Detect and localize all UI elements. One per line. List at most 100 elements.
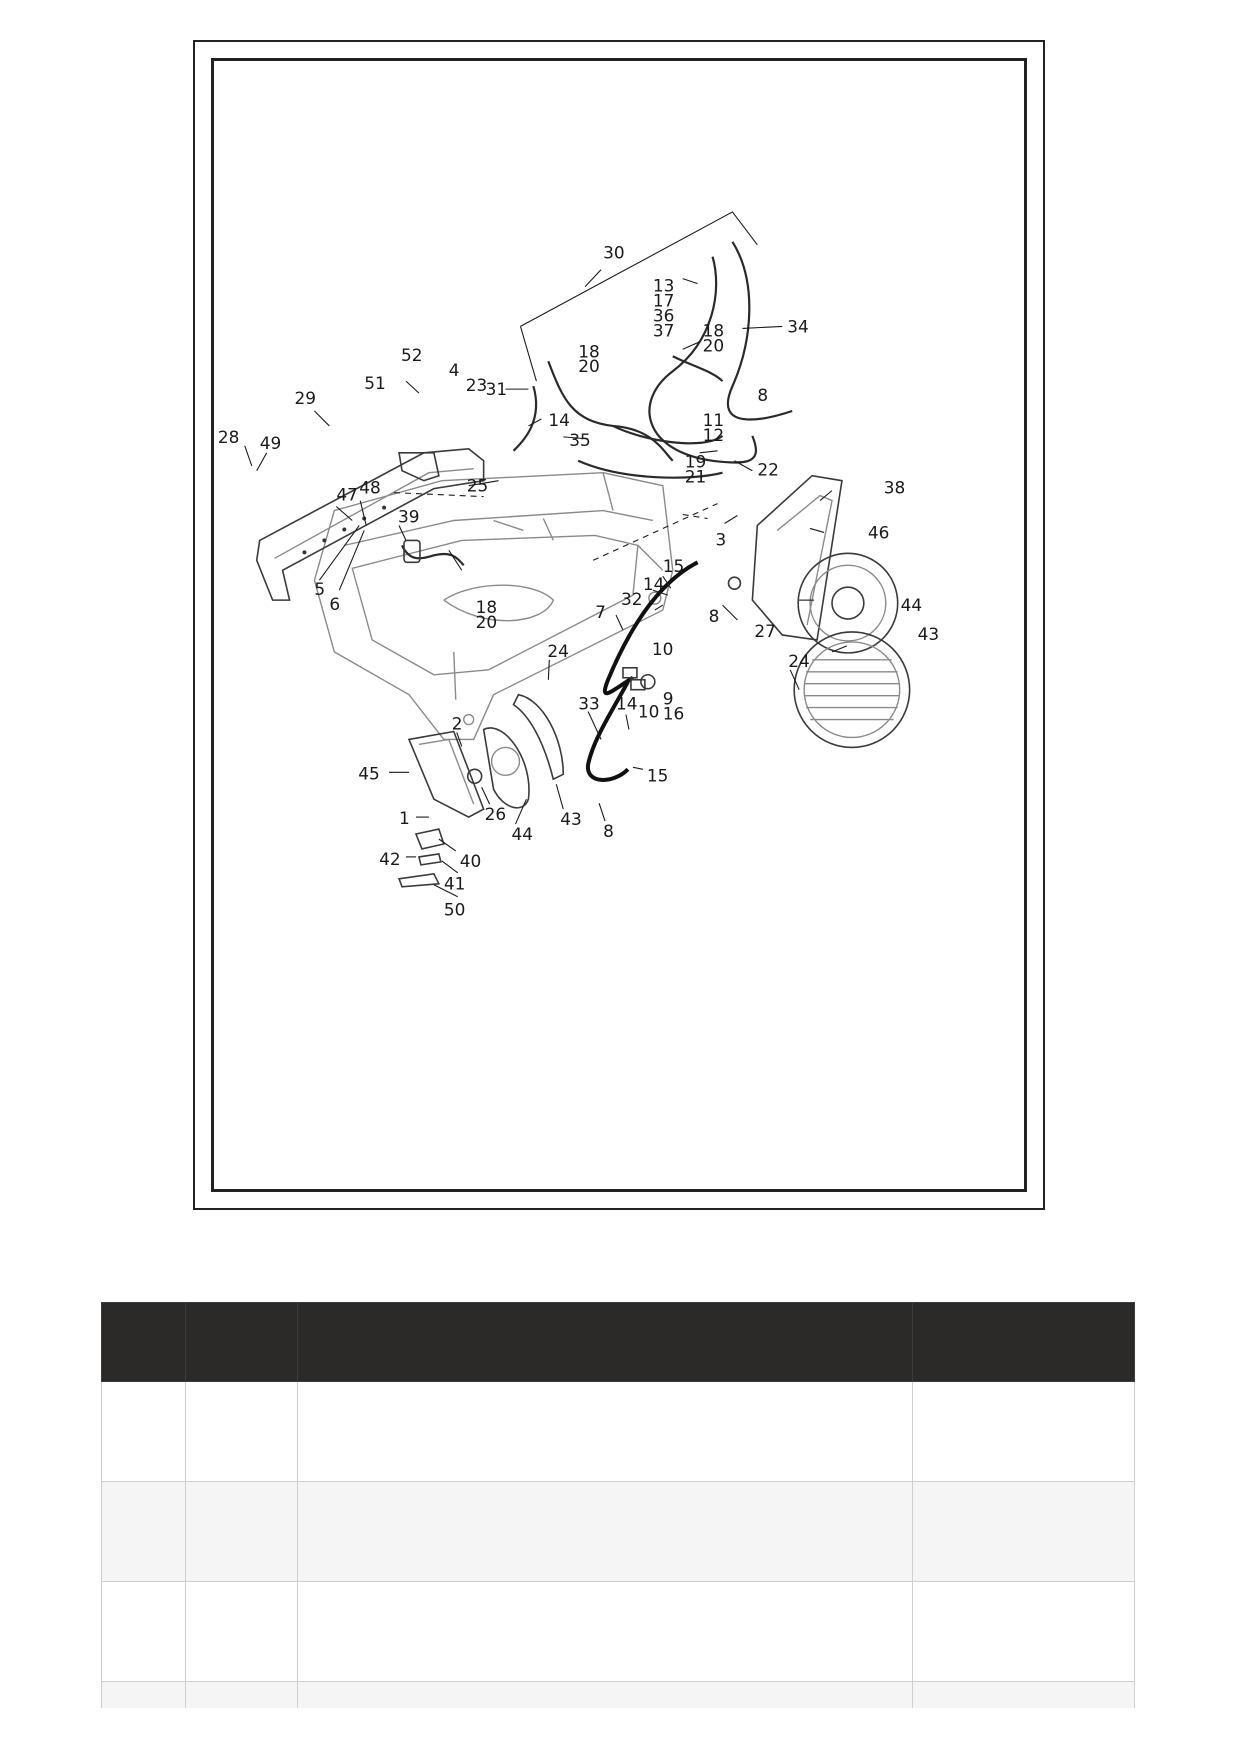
callout-6: 6 (329, 594, 340, 614)
table-cell (101, 1681, 186, 1708)
callout-44b: 44 (512, 824, 534, 844)
callout-41: 41 (444, 874, 466, 894)
callout-19: 19 (685, 452, 707, 472)
callout-20a: 20 (703, 335, 725, 355)
callout-9: 9 (663, 689, 674, 709)
callout-20c: 20 (476, 612, 498, 632)
callout-10a: 10 (652, 639, 674, 659)
callout-36: 36 (653, 305, 675, 325)
callout-30: 30 (603, 243, 625, 263)
callout-39: 39 (398, 506, 420, 526)
callout-43b: 43 (560, 809, 582, 829)
table-cell (185, 1681, 298, 1708)
callout-24b: 24 (788, 651, 810, 671)
callout-26: 26 (485, 804, 507, 824)
callout-22: 22 (757, 460, 779, 480)
callout-50: 50 (444, 900, 466, 920)
parts-list-table (101, 1302, 1135, 1708)
callout-12: 12 (703, 425, 725, 445)
callout-3: 3 (716, 529, 727, 549)
callout-42: 42 (379, 849, 401, 869)
callout-35: 35 (569, 430, 591, 450)
table-cell (297, 1381, 913, 1482)
callout-51: 51 (364, 373, 386, 393)
callout-15b: 15 (647, 765, 669, 785)
callout-29: 29 (295, 388, 317, 408)
table-cell (912, 1681, 1135, 1708)
table-cell (912, 1381, 1135, 1482)
callout-46: 46 (868, 522, 890, 542)
callout-17: 17 (653, 291, 675, 311)
table-row (101, 1481, 1135, 1582)
callout-14a: 14 (548, 410, 570, 430)
callout-8c: 8 (603, 821, 614, 841)
callout-28: 28 (218, 427, 240, 447)
table-row (101, 1581, 1135, 1682)
callout-24a: 24 (547, 641, 569, 661)
table-cell (297, 1681, 913, 1708)
callout-38: 38 (884, 478, 906, 498)
callout-44a: 44 (901, 595, 923, 615)
table-row (101, 1381, 1135, 1482)
table-cell (912, 1481, 1135, 1582)
callout-1: 1 (399, 808, 410, 828)
callout-31: 31 (486, 379, 508, 399)
table-cell (185, 1581, 298, 1682)
table-row (101, 1681, 1135, 1708)
callout-11: 11 (703, 410, 725, 430)
callout-27: 27 (754, 621, 776, 641)
table-header-row (101, 1302, 1135, 1382)
callout-47: 47 (336, 485, 358, 505)
callout-18b: 18 (578, 341, 600, 361)
table-cell (297, 1481, 913, 1582)
table-cell (297, 1581, 913, 1682)
callout-40: 40 (460, 851, 482, 871)
callout-52: 52 (401, 345, 423, 365)
header-cell-description (297, 1302, 913, 1382)
tour-pak-body (313, 472, 674, 741)
callout-20b: 20 (578, 356, 600, 376)
callout-33: 33 (578, 694, 600, 714)
table-cell (185, 1481, 298, 1582)
callout-13: 13 (653, 276, 675, 296)
right-speaker-assembly (727, 474, 911, 749)
callout-8b: 8 (709, 606, 720, 626)
callout-23: 23 (466, 375, 488, 395)
rear-light-bar (255, 448, 485, 601)
callout-45: 45 (358, 763, 380, 783)
header-cell-part-number (185, 1302, 298, 1382)
table-cell (101, 1381, 186, 1482)
callout-48: 48 (359, 478, 381, 498)
left-speaker-assembly (407, 693, 565, 818)
diagram-frame: 30 13 17 36 37 34 18 20 18 20 8 31 14 35… (193, 40, 1045, 1210)
callout-18c: 18 (476, 597, 498, 617)
callout-7: 7 (595, 602, 606, 622)
table-cell (185, 1381, 298, 1482)
latch-parts (397, 828, 445, 888)
callout-21: 21 (685, 467, 707, 487)
speaker-cables (586, 560, 699, 782)
callout-8a: 8 (757, 385, 768, 405)
callout-49: 49 (260, 433, 282, 453)
table-cell (101, 1581, 186, 1682)
callout-15a: 15 (663, 556, 685, 576)
table-cell (101, 1481, 186, 1582)
callout-25: 25 (467, 476, 489, 496)
header-cell-item (101, 1302, 186, 1382)
diagram-inner-border (211, 58, 1027, 1192)
wiring-harnesses (401, 241, 793, 567)
callout-14b: 14 (643, 574, 665, 594)
exploded-parts-diagram: 30 13 17 36 37 34 18 20 18 20 8 31 14 35… (218, 211, 939, 920)
header-cell-notes (912, 1302, 1135, 1382)
callout-14c: 14 (616, 694, 638, 714)
callout-labels: 30 13 17 36 37 34 18 20 18 20 8 31 14 35… (218, 243, 939, 920)
callout-37: 37 (653, 320, 675, 340)
callout-43a: 43 (918, 624, 940, 644)
callout-34: 34 (787, 316, 809, 336)
leader-lines (244, 211, 848, 898)
callout-16: 16 (663, 704, 685, 724)
callout-4: 4 (449, 360, 460, 380)
callout-18a: 18 (703, 320, 725, 340)
callout-5: 5 (314, 579, 325, 599)
table-cell (912, 1581, 1135, 1682)
